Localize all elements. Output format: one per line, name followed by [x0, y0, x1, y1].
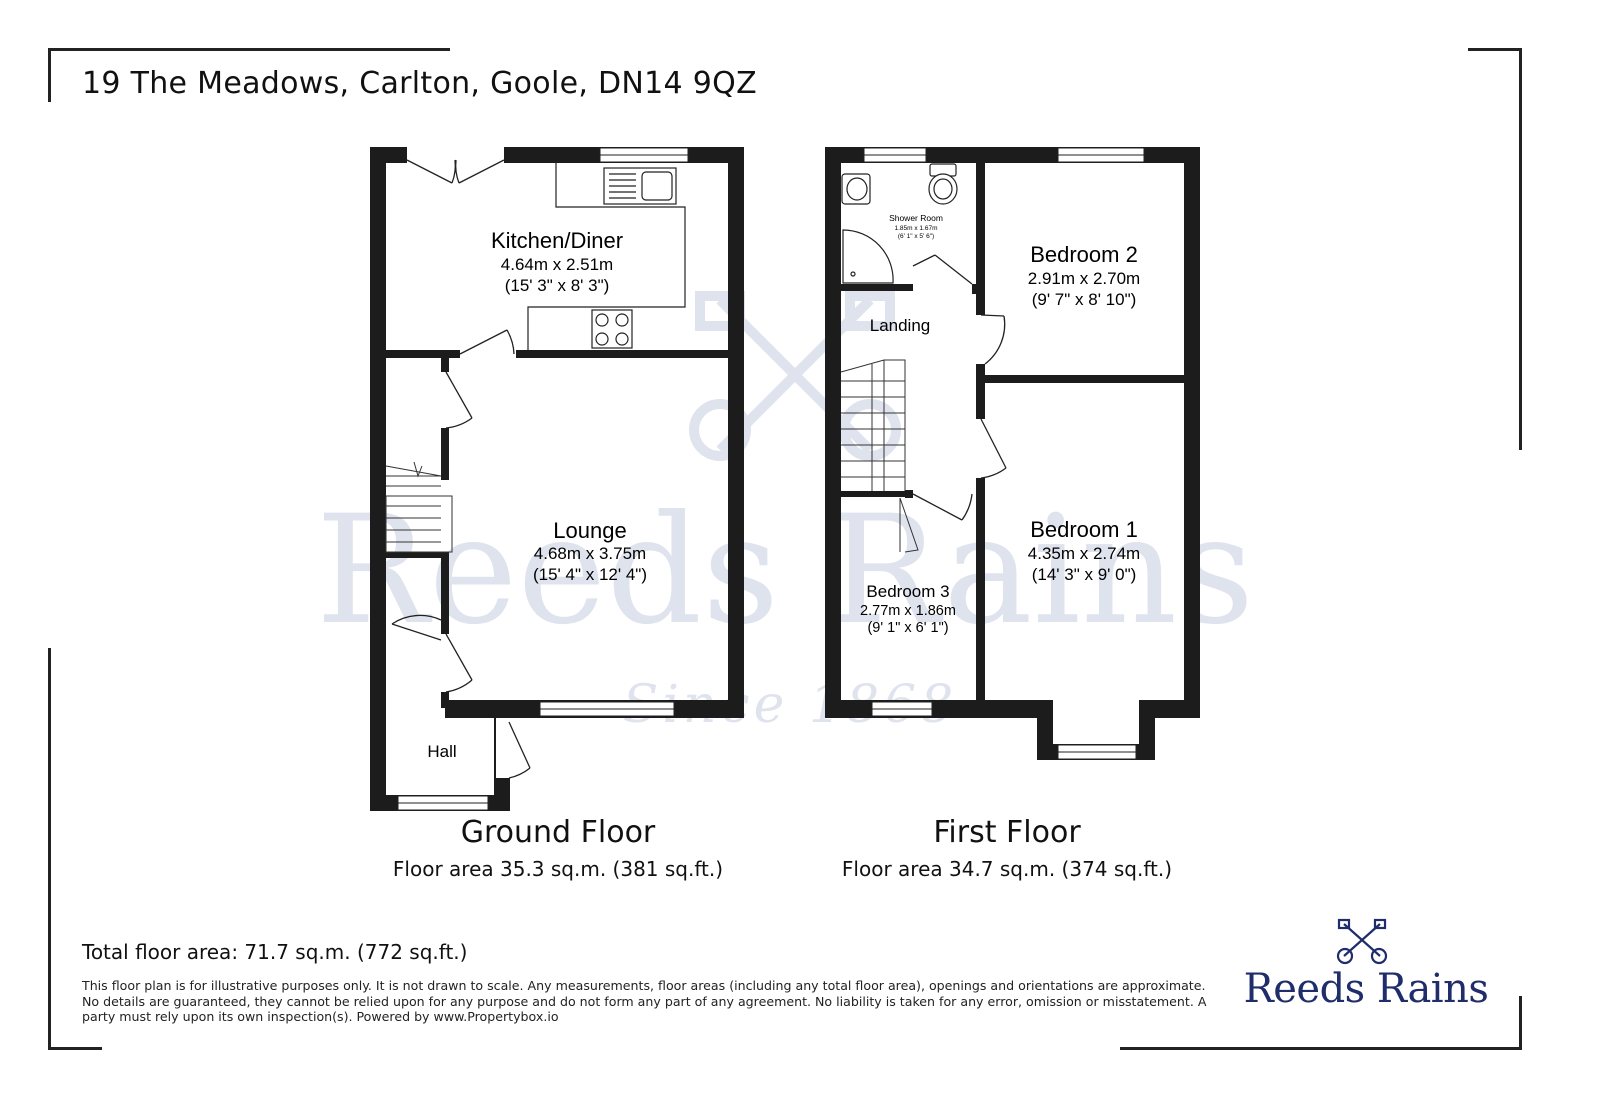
ground-windows	[397, 147, 689, 811]
hob-icon	[591, 309, 633, 349]
shower-room-imperial: (6' 1" x 5' 6")	[898, 233, 934, 240]
watermark-name: Reeds Rains	[316, 484, 1255, 658]
ground-floor-plan: Kitchen/Diner 4.64m x 2.51m (15' 3" x 8'…	[370, 147, 744, 811]
shower-room-fixtures	[841, 163, 958, 284]
french-doors	[406, 159, 505, 184]
bedroom1-name: Bedroom 1	[1030, 517, 1138, 542]
sink-icon	[603, 167, 677, 205]
kitchen-name: Kitchen/Diner	[491, 228, 623, 253]
page-title: 19 The Meadows, Carlton, Goole, DN14 9QZ	[82, 66, 757, 101]
brand-logo-text: Reeds Rains	[1243, 966, 1489, 1012]
shower-room-metric: 1.85m x 1.67m	[895, 225, 938, 232]
bedroom2-metric: 2.91m x 2.70m	[1028, 269, 1140, 288]
frame-bottom-right-v	[1519, 996, 1522, 1050]
ground-floor-area: Floor area 35.3 sq.m. (381 sq.ft.)	[392, 857, 724, 881]
hall-name: Hall	[427, 742, 456, 761]
kitchen-metric: 4.64m x 2.51m	[501, 255, 613, 274]
frame-bottom-left-v	[48, 648, 51, 1050]
frame-bottom-left-h	[48, 1047, 102, 1050]
bedroom2-imperial: (9' 7" x 8' 10")	[1032, 290, 1137, 309]
bedroom1-metric: 4.35m x 2.74m	[1028, 544, 1140, 563]
landing-name: Landing	[870, 316, 931, 335]
first-floor-plan: Shower Room 1.85m x 1.67m (6' 1" x 5' 6"…	[825, 147, 1200, 760]
total-floor-area: Total floor area: 71.7 sq.m. (772 sq.ft.…	[82, 940, 468, 964]
basin-icon	[841, 173, 871, 205]
first-doors	[912, 254, 1007, 521]
first-stairs	[840, 359, 919, 553]
bedroom3-name: Bedroom 3	[866, 582, 949, 601]
ground-doors	[391, 329, 531, 779]
first-windows	[863, 147, 1145, 760]
lounge-imperial: (15' 4" x 12' 4")	[533, 565, 647, 584]
bedroom3-imperial: (9' 1" x 6' 1")	[867, 620, 948, 636]
bedroom1-imperial: (14' 3" x 9' 0")	[1032, 565, 1137, 584]
shower-tray-icon	[842, 229, 894, 284]
watermark: Reeds Rains Since 1868	[316, 291, 1255, 735]
kitchen-imperial: (15' 3" x 8' 3")	[505, 276, 610, 295]
bedroom3-metric: 2.77m x 1.86m	[860, 603, 956, 619]
first-floor-title: First Floor	[933, 815, 1081, 850]
ground-floor-title: Ground Floor	[460, 815, 656, 850]
frame-top-right-v	[1519, 48, 1522, 450]
toilet-icon	[928, 163, 958, 205]
lounge-metric: 4.68m x 3.75m	[534, 544, 646, 563]
frame-top-left-v	[48, 48, 51, 102]
watermark-keys-icon	[689, 291, 901, 461]
frame-top-right-h	[1468, 48, 1522, 51]
shower-room-name: Shower Room	[889, 213, 943, 223]
bedroom2-name: Bedroom 2	[1030, 242, 1138, 267]
frame-bottom-right-h	[1120, 1047, 1522, 1050]
disclaimer-text: This floor plan is for illustrative purp…	[82, 978, 1207, 1024]
lounge-name: Lounge	[553, 518, 626, 543]
kitchen-units	[527, 163, 686, 350]
ground-stairs	[385, 461, 453, 553]
frame-top-left-h	[48, 48, 450, 51]
first-floor-area: Floor area 34.7 sq.m. (374 sq.ft.)	[841, 857, 1173, 881]
crossed-keys-emblem-icon	[1336, 918, 1388, 965]
